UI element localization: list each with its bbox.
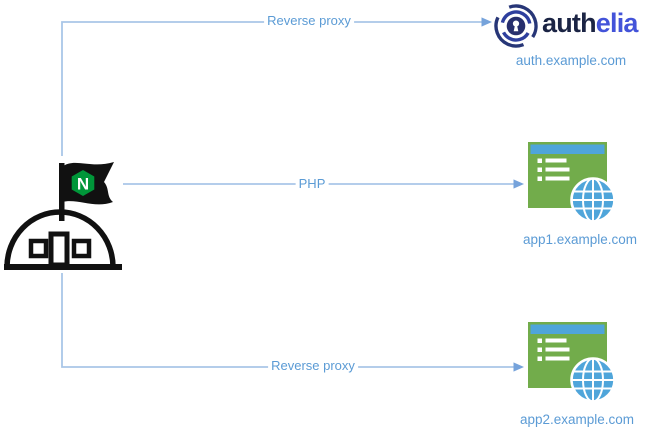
camp-door — [48, 231, 70, 268]
authelia-domain-label: auth.example.com — [515, 52, 627, 68]
globe-icon — [570, 357, 616, 403]
nginx-flag-letter: N — [77, 175, 89, 194]
edge-line — [61, 21, 482, 156]
edge-label-reverse-proxy-top: Reverse proxy — [264, 13, 354, 29]
app1-domain-label: app1.example.com — [522, 231, 638, 247]
arrowhead-icon — [513, 362, 524, 372]
edge-nginx-to-authelia — [61, 17, 492, 156]
camp-window-right — [71, 238, 92, 259]
edge-nginx-to-app2 — [61, 273, 524, 372]
edge-label-php: PHP — [295, 176, 329, 192]
app-list-lines — [537, 158, 570, 181]
edge-line — [61, 273, 514, 368]
camp-dome — [4, 209, 116, 268]
logo-inner-ring — [500, 10, 532, 42]
keyhole-stem — [513, 25, 519, 32]
app2-domain-label: app2.example.com — [519, 411, 635, 427]
authelia-wordmark-suffix: elia — [595, 8, 639, 38]
logo-outer-ring — [494, 4, 538, 48]
app1-webapp-icon — [528, 142, 616, 223]
nginx-hexagon-icon — [71, 170, 95, 196]
flag-pole — [59, 163, 65, 221]
camp-window-left — [28, 238, 49, 259]
keyhole-icon — [512, 20, 520, 27]
globe-icon — [570, 177, 616, 223]
app-titlebar — [530, 324, 605, 334]
app2-webapp-icon — [528, 322, 616, 403]
app-list-lines — [537, 338, 570, 361]
edge-label-reverse-proxy-bottom: Reverse proxy — [268, 358, 358, 374]
nginx-camp-icon: N — [4, 162, 122, 270]
arrowhead-icon — [481, 17, 492, 27]
authelia-wordmark-prefix: auth — [542, 8, 597, 38]
arrowhead-icon — [513, 179, 524, 189]
app-titlebar — [530, 144, 605, 154]
authelia-logo-icon — [494, 4, 538, 48]
